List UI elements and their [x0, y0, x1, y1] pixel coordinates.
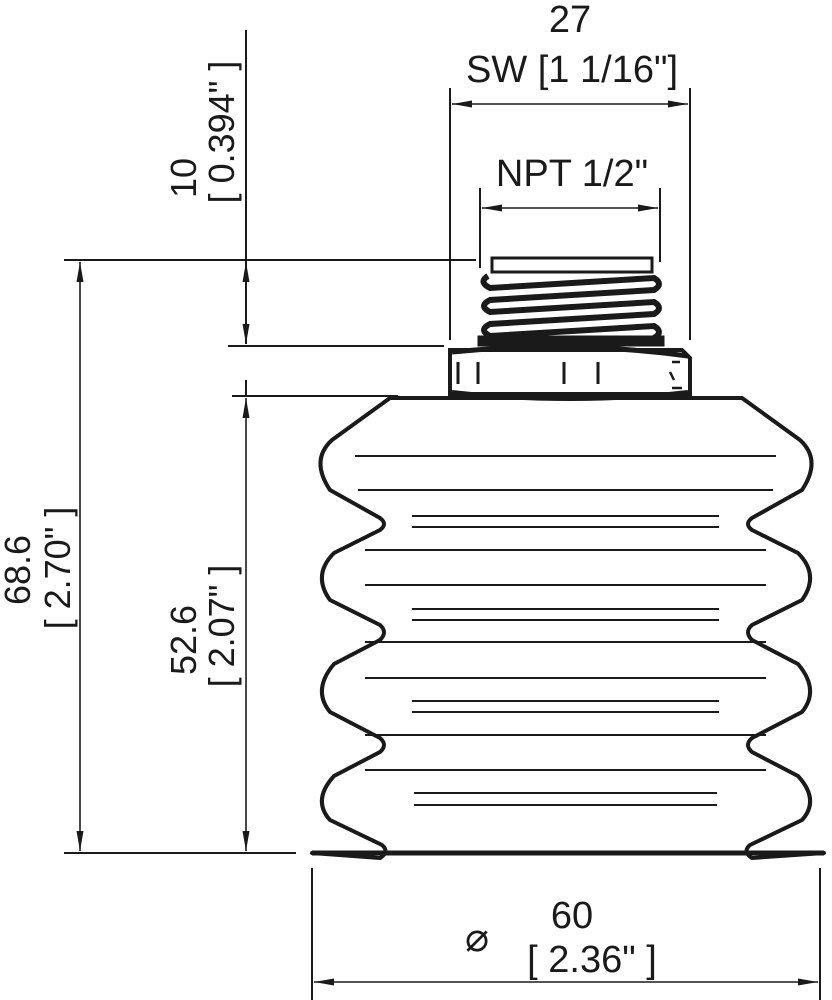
diameter-imperial: [ 2.36" ] — [527, 939, 657, 981]
thread-label: NPT 1/2" — [496, 153, 648, 195]
thread-height-dimension: 10 [ 0.394" ] — [163, 30, 444, 347]
thread-height-imperial: [ 0.394" ] — [201, 61, 242, 204]
bellows-height-value: 52.6 — [163, 605, 204, 675]
thread-nipple — [477, 256, 665, 347]
bellows-height-imperial: [ 2.07" ] — [201, 565, 242, 688]
bellows-height-dimension: 52.6 [ 2.07" ] — [163, 380, 398, 851]
total-height-value: 68.6 — [0, 535, 38, 605]
thread-dimension: NPT 1/2" — [479, 153, 661, 268]
total-height-imperial: [ 2.70" ] — [37, 507, 78, 630]
hex-width-value: 27 — [549, 0, 591, 41]
thread-height-value: 10 — [163, 158, 204, 198]
total-height-dimension: 68.6 [ 2.70" ] — [0, 259, 476, 854]
bellows-body — [310, 396, 826, 860]
hex-width-label: SW [1 1/16"] — [466, 49, 678, 91]
hex-width-dimension: 27 SW [1 1/16"] — [449, 0, 691, 340]
hex-nut — [432, 344, 712, 401]
diameter-value: 60 — [551, 895, 593, 937]
diameter-symbol: ⌀ — [465, 916, 489, 960]
diameter-dimension: ⌀ 60 [ 2.36" ] — [311, 868, 821, 1000]
